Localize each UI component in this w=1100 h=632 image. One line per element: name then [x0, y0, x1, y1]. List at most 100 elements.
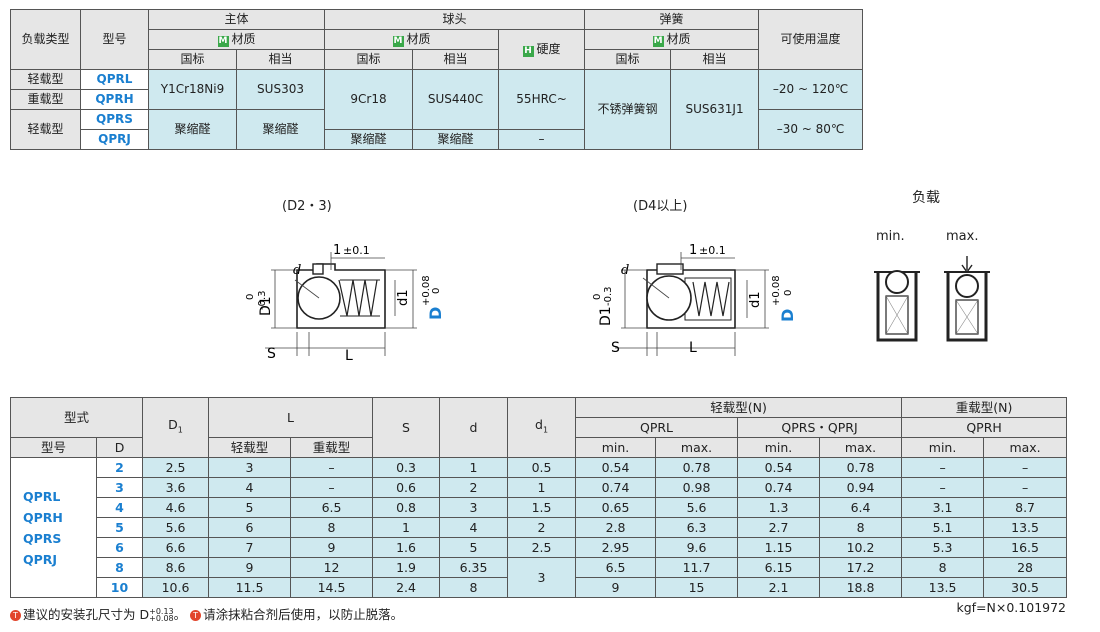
cell-S: 1.9 — [372, 557, 441, 578]
temp-range-2: –30 ~ 80℃ — [758, 109, 864, 150]
header-equiv: 相当 — [235, 49, 326, 70]
cell-g: 28 — [983, 557, 1068, 578]
cell-c: 0.74 — [737, 477, 821, 498]
svg-text:d1: d1 — [396, 289, 411, 306]
cell-e: 8 — [819, 517, 903, 538]
spring-gb: 不锈弹簧钢 — [584, 69, 672, 150]
header-d1: d1 — [507, 397, 577, 458]
model-name: QPRH — [23, 509, 63, 525]
figure-title-small: (D2・3) — [282, 199, 332, 214]
body-equiv-2: 聚缩醛 — [235, 109, 326, 150]
temp-range-1: –20 ~ 120℃ — [758, 69, 864, 110]
cell-D1: 2.5 — [142, 457, 210, 478]
svg-text:d1: d1 — [748, 291, 763, 308]
cell-L2: 9 — [290, 537, 374, 558]
cell-D1: 4.6 — [142, 497, 210, 518]
svg-text:0: 0 — [431, 288, 442, 294]
cell-f: 5.1 — [901, 517, 985, 538]
svg-text:+0.08: +0.08 — [421, 275, 432, 306]
dimension-load-table: 型式 D1 L S d d1 轻载型(N) 重载型(N) QPRL QPRS・Q… — [9, 397, 1068, 598]
cell-D: 3 — [95, 477, 144, 498]
cell-g: 30.5 — [983, 577, 1068, 598]
cell-L1: 7 — [208, 537, 292, 558]
cell-L2: – — [290, 477, 374, 498]
svg-text:S: S — [611, 340, 620, 356]
cell-D1: 10.6 — [142, 577, 210, 598]
spring-icon — [692, 281, 730, 317]
cell-f: 8 — [901, 557, 985, 578]
cell-b: 5.6 — [655, 497, 739, 518]
header-max: max. — [819, 437, 903, 458]
cell-b: 15 — [655, 577, 739, 598]
cell-g: 8.7 — [983, 497, 1068, 518]
load-min-label: min. — [876, 229, 905, 244]
hardness-badge: H — [522, 46, 534, 57]
cell-c: 6.15 — [737, 557, 821, 578]
header-min: min. — [901, 437, 985, 458]
cell-a: 0.74 — [575, 477, 657, 498]
material-badge: M — [392, 36, 404, 47]
cell-a: 9 — [575, 577, 657, 598]
header-gb: 国标 — [148, 49, 237, 70]
model-name: QPRS — [23, 530, 62, 546]
header-ball: 球头 — [324, 9, 586, 30]
tip-icon: T — [190, 610, 202, 621]
cell-D1: 5.6 — [142, 517, 210, 538]
cell-d1: 2 — [507, 517, 577, 538]
cell-L1: 4 — [208, 477, 292, 498]
cell-f: 3.1 — [901, 497, 985, 518]
plunger-drawing-small: 1 ±0.1 d S L D1 0 -0.3 d1 D +0.08 0 — [245, 243, 445, 363]
cell-f: – — [901, 457, 985, 478]
load-diagram — [874, 256, 990, 342]
cell-L2: 14.5 — [290, 577, 374, 598]
header-qprs-qprj: QPRS・QPRJ — [737, 417, 903, 438]
svg-text:D1: D1 — [258, 296, 274, 316]
cell-a: 2.95 — [575, 537, 657, 558]
svg-text:-0.3: -0.3 — [257, 290, 268, 310]
svg-text:D: D — [426, 307, 445, 320]
load-type-light: 轻载型 — [10, 69, 81, 90]
svg-text:±0.1: ±0.1 — [699, 244, 726, 257]
cell-d: 4 — [439, 517, 509, 538]
header-light-load: 轻载型(N) — [575, 397, 903, 418]
cell-e: 10.2 — [819, 537, 903, 558]
svg-text:0: 0 — [245, 294, 256, 300]
cell-D1: 8.6 — [142, 557, 210, 578]
load-max-label: max. — [946, 229, 979, 244]
ball-hardness-1: 55HRC~ — [498, 69, 586, 130]
ball-gb-2: 聚缩醛 — [324, 129, 414, 150]
cell-D: 10 — [95, 577, 144, 598]
svg-text:S: S — [267, 346, 276, 362]
cell-D: 5 — [95, 517, 144, 538]
cell-d: 5 — [439, 537, 509, 558]
cell-L2: – — [290, 457, 374, 478]
cell-e: 6.4 — [819, 497, 903, 518]
cell-c: 0.54 — [737, 457, 821, 478]
model-name: QPRJ — [23, 551, 58, 567]
cell-f: – — [901, 477, 985, 498]
plunger-drawing-large: 1 ±0.1 d S L D1 0 -0.3 d1 D +0.08 0 — [592, 243, 797, 356]
model-name: QPRL — [23, 488, 61, 504]
cell-d1: 2.5 — [507, 537, 577, 558]
cell-d: 2 — [439, 477, 509, 498]
ball-equiv-2: 聚缩醛 — [412, 129, 500, 150]
header-S: S — [372, 397, 441, 458]
model-qprs: QPRS — [80, 109, 149, 130]
cell-d1: 3 — [507, 557, 577, 598]
cell-S: 2.4 — [372, 577, 441, 598]
svg-text:1: 1 — [333, 243, 341, 258]
cell-b: 0.78 — [655, 457, 739, 478]
model-qprh: QPRH — [80, 89, 149, 110]
header-equiv: 相当 — [670, 49, 760, 70]
header-qprl: QPRL — [575, 417, 739, 438]
svg-text:1: 1 — [689, 243, 697, 258]
